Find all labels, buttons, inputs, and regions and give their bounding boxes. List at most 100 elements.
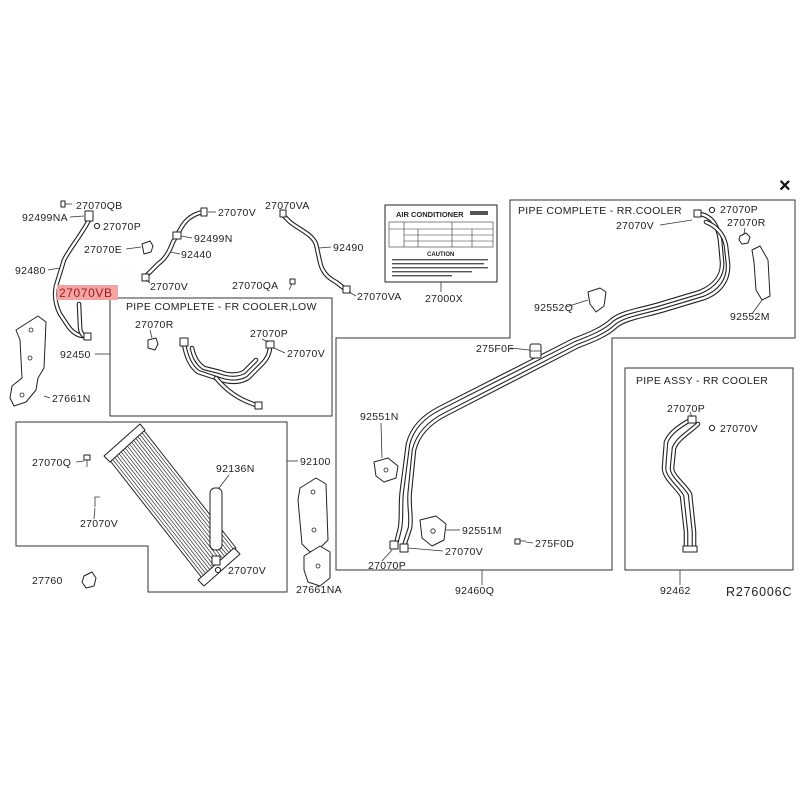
leader-line <box>125 246 142 250</box>
caution-label-logo <box>470 211 488 215</box>
condenser-tube-line <box>116 450 211 571</box>
callout-92100[interactable]: 92100 <box>300 456 331 468</box>
bracket-hole <box>430 528 436 534</box>
tube-core <box>281 213 347 291</box>
callout-275f0d[interactable]: 275F0D <box>535 538 574 550</box>
callout-92462[interactable]: 92462 <box>660 585 691 597</box>
leader-line <box>751 299 763 315</box>
callout-27000x[interactable]: 27000X <box>425 293 463 305</box>
tube-core <box>394 212 724 546</box>
callout-27070v[interactable]: 27070V <box>287 348 325 360</box>
callout-27070q[interactable]: 27070Q <box>32 457 71 469</box>
pipe-fitting <box>200 207 208 217</box>
callout-92460q[interactable]: 92460Q <box>455 585 494 597</box>
bracket-hole <box>27 355 33 361</box>
condenser-tube-line <box>124 442 220 564</box>
pipe-fitting <box>693 209 702 218</box>
callout-27070e[interactable]: 27070E <box>84 244 122 256</box>
leader-lines <box>43 211 763 585</box>
pipe-fitting <box>265 340 275 349</box>
pipe-fitting <box>141 273 150 282</box>
nut-icon-27070r <box>738 232 751 245</box>
bracket-92100 <box>297 477 329 553</box>
callout-27070v[interactable]: 27070V <box>720 423 758 435</box>
callout-92551n[interactable]: 92551N <box>360 411 399 423</box>
callout-92552m[interactable]: 92552M <box>730 311 770 323</box>
bracket-plate <box>297 477 329 553</box>
callout-92480[interactable]: 92480 <box>15 265 46 277</box>
pipe-fitting <box>687 415 697 424</box>
callout-27070v[interactable]: 27070V <box>80 518 118 530</box>
callout-27070p[interactable]: 27070P <box>720 204 758 216</box>
callout-27070v[interactable]: 27070V <box>228 565 266 577</box>
leader-line <box>380 422 383 459</box>
o-ring-icon <box>214 566 222 574</box>
tube-core <box>662 418 692 550</box>
callout-92136n[interactable]: 92136N <box>216 463 255 475</box>
pipe-fitting <box>279 209 287 218</box>
tube-core <box>214 376 260 408</box>
callout-27070va[interactable]: 27070VA <box>265 200 310 212</box>
leader-line <box>407 547 444 552</box>
callout-27070r[interactable]: 27070R <box>135 319 174 331</box>
pipe-fitting <box>179 337 189 347</box>
leader-line <box>180 235 193 239</box>
close-button[interactable]: × <box>779 175 791 197</box>
bracket-92551m <box>419 515 447 547</box>
callout-27070qa[interactable]: 27070QA <box>232 280 278 292</box>
o-ring-icon <box>708 206 716 214</box>
fitting-stub-icon <box>94 496 100 507</box>
callout-92499n[interactable]: 92499N <box>194 233 233 245</box>
callout-27070vb[interactable]: 27070VB <box>59 286 113 300</box>
callout-27661n[interactable]: 27661N <box>52 393 91 405</box>
pipe-fitting <box>389 540 399 550</box>
caution-text-bar <box>392 267 488 269</box>
callout-92551m[interactable]: 92551M <box>462 525 502 537</box>
callout-27070p[interactable]: 27070P <box>667 403 705 415</box>
callout-27070qb[interactable]: 27070QB <box>76 200 122 212</box>
condenser-tank-bottom <box>197 547 241 587</box>
callout-92499na[interactable]: 92499NA <box>22 212 68 224</box>
leader-line <box>93 507 96 520</box>
o-ring-icon <box>93 222 101 230</box>
callout-92450[interactable]: 92450 <box>60 349 91 361</box>
caution-label-table <box>388 221 494 248</box>
o-ring-icon <box>708 424 716 432</box>
callout-27070v[interactable]: 27070V <box>150 281 188 293</box>
callout-27070p[interactable]: 27070P <box>250 328 288 340</box>
leader-line <box>145 279 151 284</box>
tube-core <box>402 220 730 548</box>
callout-27070v[interactable]: 27070V <box>616 220 654 232</box>
condenser-tube-line <box>114 452 209 573</box>
bolt-icon-27070qb <box>60 200 72 208</box>
leader-line <box>565 299 589 308</box>
callout-27070va[interactable]: 27070VA <box>357 291 402 303</box>
callout-27760[interactable]: 27760 <box>32 575 63 587</box>
bracket-hole <box>310 489 316 495</box>
callout-27070v[interactable]: 27070V <box>218 207 256 219</box>
caution-text-bar <box>392 259 488 261</box>
clip-275f0f <box>529 343 542 359</box>
bracket-hole <box>28 327 34 333</box>
callout-27070p[interactable]: 27070P <box>103 221 141 233</box>
caution-text-bar <box>392 263 484 265</box>
condenser-tube-line <box>122 444 218 566</box>
pipe-92480 <box>52 210 94 341</box>
diagram-code: R276006C <box>726 585 792 599</box>
callout-275f0f[interactable]: 275F0F <box>476 343 514 355</box>
bolt-icon-27070q <box>83 454 91 467</box>
callout-27661na[interactable]: 27661NA <box>296 584 342 596</box>
callout-92440[interactable]: 92440 <box>181 249 212 261</box>
condenser-tube-line <box>109 455 205 577</box>
callout-27070r[interactable]: 27070R <box>727 217 766 229</box>
callout-92490[interactable]: 92490 <box>333 242 364 254</box>
callout-92552q[interactable]: 92552Q <box>534 302 573 314</box>
bolt-head <box>83 454 91 461</box>
leader-line <box>659 219 693 226</box>
pipe-92460q <box>389 209 731 553</box>
callout-27070p[interactable]: 27070P <box>368 560 406 572</box>
callout-27070v[interactable]: 27070V <box>445 546 483 558</box>
bracket-92551n <box>373 457 399 483</box>
